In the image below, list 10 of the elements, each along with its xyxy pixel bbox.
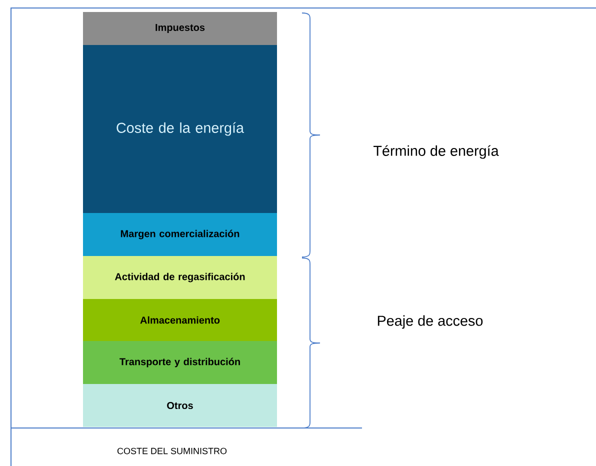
cost-band: Impuestos bbox=[83, 12, 277, 45]
cost-band: Margen comercialización bbox=[83, 213, 277, 256]
brace-label: Término de energía bbox=[374, 145, 499, 159]
cost-band: Coste de la energía bbox=[83, 45, 277, 213]
cost-band: Almacenamiento bbox=[83, 299, 277, 341]
cost-band: Transporte y distribución bbox=[83, 341, 277, 384]
brace-label: Peaje de acceso bbox=[378, 315, 483, 329]
axis-label: COSTE DEL SUMINISTRO bbox=[117, 448, 227, 454]
cost-band: Actividad de regasificación bbox=[83, 256, 277, 299]
cost-band: Otros bbox=[83, 384, 277, 427]
